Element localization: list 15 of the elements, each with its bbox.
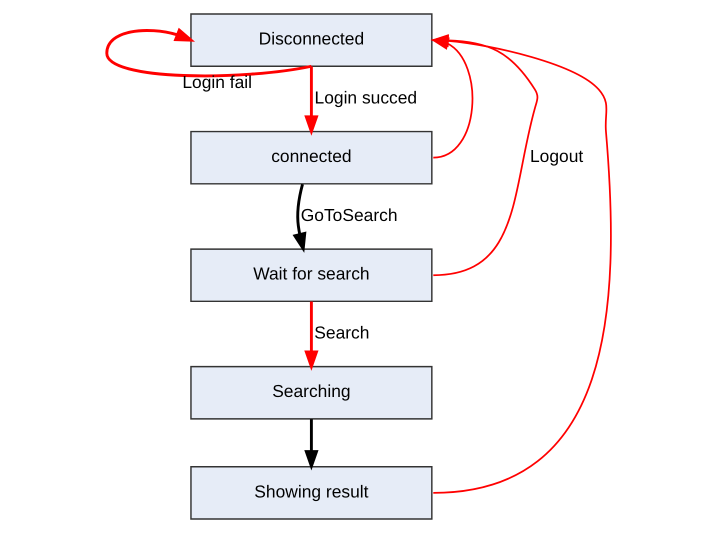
node-box: Disconnected xyxy=(190,13,433,67)
node-box: connected xyxy=(190,130,433,185)
node-box: Showing result xyxy=(190,466,433,520)
arrow xyxy=(304,419,319,470)
edge-label: GoToSearch xyxy=(300,204,398,225)
arrow xyxy=(304,66,319,136)
edge-label: Login succed xyxy=(314,87,418,108)
edge-label: Logout xyxy=(530,146,584,166)
edge-label: Login fail xyxy=(182,72,252,92)
arrow xyxy=(292,184,306,253)
node-box: Wait for search xyxy=(190,248,433,302)
node-box: Searching xyxy=(190,366,433,420)
arrow xyxy=(105,28,312,78)
edge-label: Search xyxy=(314,322,370,342)
arrow xyxy=(304,302,319,371)
